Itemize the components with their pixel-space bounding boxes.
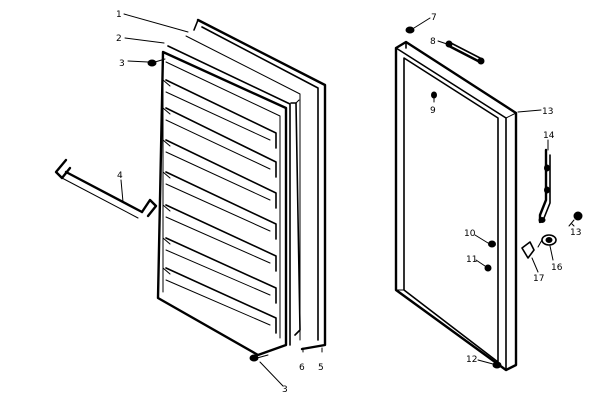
- callout-14: 14: [543, 131, 555, 141]
- callout-9: 9: [430, 106, 436, 116]
- door-outer-panel: [394, 40, 518, 372]
- plug-9: [431, 91, 437, 99]
- callout-17: 17: [533, 274, 544, 284]
- shelf-bar: [54, 158, 158, 219]
- callout-1: 1: [116, 10, 122, 20]
- callout-8: 8: [430, 37, 436, 47]
- callout-4: 4: [117, 171, 123, 181]
- plug-top: [405, 26, 415, 34]
- screw-bottom: [249, 354, 269, 362]
- washer-10: [488, 240, 496, 248]
- hinge-bracket: [538, 148, 551, 224]
- door-gasket: [185, 18, 327, 351]
- screw-top: [147, 58, 166, 67]
- callout-11: 11: [466, 255, 477, 265]
- hinge-screw: [568, 211, 583, 227]
- callout-3-bottom: 3: [282, 385, 288, 395]
- plug-bottom: [492, 361, 502, 369]
- door-handle: [445, 40, 485, 65]
- callout-5: 5: [318, 363, 324, 373]
- callout-16: 16: [551, 263, 563, 273]
- callout-12: 12: [466, 355, 477, 365]
- callout-13-right: 13: [570, 228, 581, 238]
- screw-11: [484, 264, 492, 272]
- callout-labels: 1 2 3 4 5 6 3 7 8 9 13 14 10 11 13 16 17…: [116, 10, 581, 395]
- callout-2: 2: [116, 34, 122, 44]
- callout-13-top: 13: [542, 107, 553, 117]
- breaker-strip: [290, 99, 301, 336]
- callout-7: 7: [431, 13, 437, 23]
- leader-lines: [120, 13, 575, 387]
- door-stop: [521, 241, 535, 259]
- bushing: [537, 234, 557, 248]
- door-liner: [156, 45, 291, 357]
- callout-3-top: 3: [119, 59, 125, 69]
- callout-10: 10: [464, 229, 476, 239]
- callout-6: 6: [299, 363, 305, 373]
